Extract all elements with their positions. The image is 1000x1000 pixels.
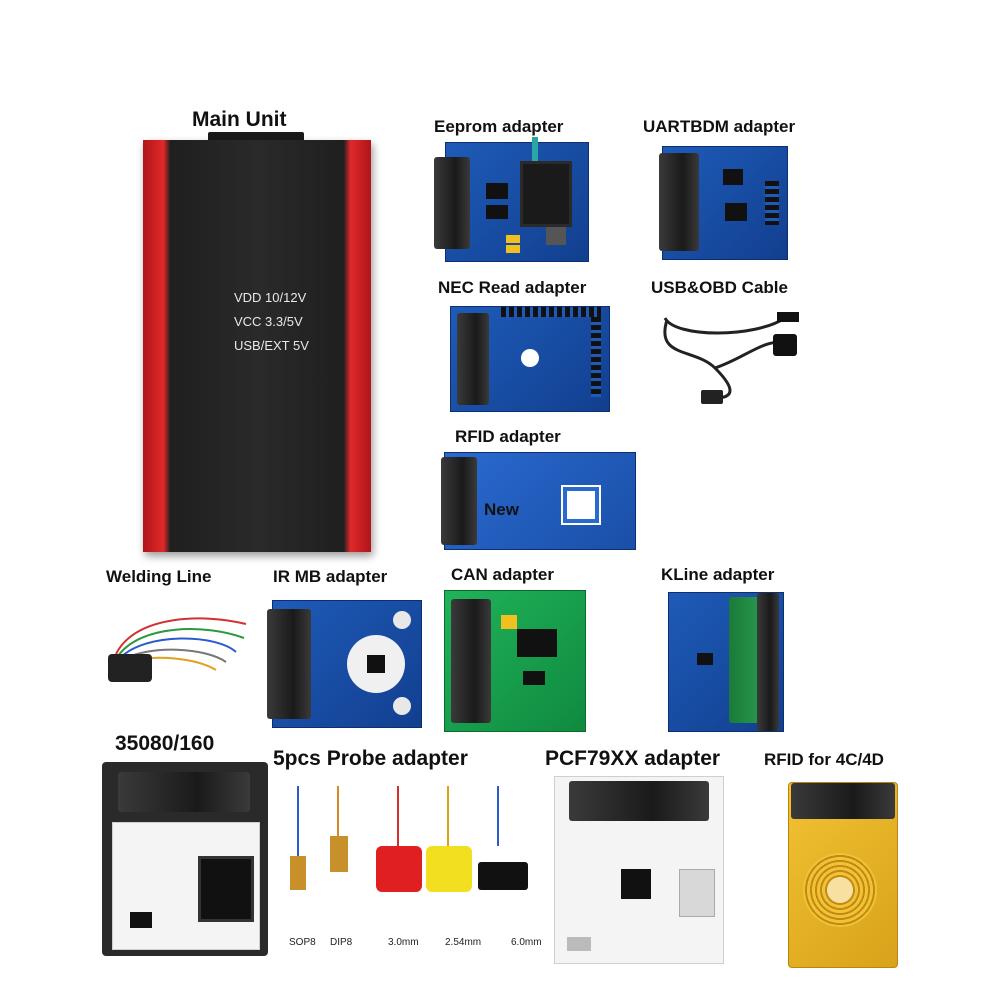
label-ir-mb-adapter: IR MB adapter — [273, 567, 388, 586]
probe-adapter-image — [290, 786, 528, 892]
label-eeprom-adapter: Eeprom adapter — [434, 117, 564, 136]
unit-spec-vcc: VCC 3.3/5V — [234, 314, 303, 329]
probe-size-254mm: 2.54mm — [445, 937, 482, 948]
label-pcf79xx-adapter: PCF79XX adapter — [545, 747, 721, 770]
unit-spec-usb: USB/EXT 5V — [234, 338, 309, 353]
welding-line-image — [108, 617, 247, 682]
kline-adapter-board — [668, 592, 784, 732]
35080-adapter-board — [102, 762, 268, 956]
rfid-adapter-board — [441, 452, 636, 550]
rfid-new-overlay: New — [484, 500, 519, 519]
label-35080-160: 35080/160 — [115, 732, 215, 755]
probe-size-6mm: 6.0mm — [511, 937, 542, 948]
eeprom-adapter-board — [434, 137, 589, 262]
pcf79xx-adapter-board — [554, 776, 724, 964]
can-adapter-board — [444, 590, 586, 732]
label-can-adapter: CAN adapter — [451, 565, 554, 584]
main-unit-device — [143, 140, 371, 552]
label-usb-obd-cable: USB&OBD Cable — [651, 278, 788, 297]
usb-obd-cable-image — [663, 312, 799, 404]
label-welding-line: Welding Line — [106, 567, 212, 586]
probe-size-3mm: 3.0mm — [388, 937, 419, 948]
unit-spec-vdd: VDD 10/12V — [234, 290, 307, 305]
label-kline-adapter: KLine adapter — [661, 565, 775, 584]
uartbdm-adapter-board — [659, 146, 788, 260]
label-main-unit: Main Unit — [192, 108, 287, 131]
rfid-4c-4d-board — [788, 782, 898, 968]
ir-mb-adapter-board — [267, 600, 422, 728]
label-5pcs-probe-adapter: 5pcs Probe adapter — [273, 747, 468, 770]
nec-read-adapter-board — [450, 306, 610, 412]
probe-size-dip8: DIP8 — [330, 937, 353, 948]
label-uartbdm-adapter: UARTBDM adapter — [643, 117, 796, 136]
probe-size-sop8: SOP8 — [289, 937, 316, 948]
label-nec-read-adapter: NEC Read adapter — [438, 278, 587, 297]
label-rfid-4c-4d: RFID for 4C/4D — [764, 750, 884, 769]
label-rfid-adapter: RFID adapter — [455, 427, 561, 446]
